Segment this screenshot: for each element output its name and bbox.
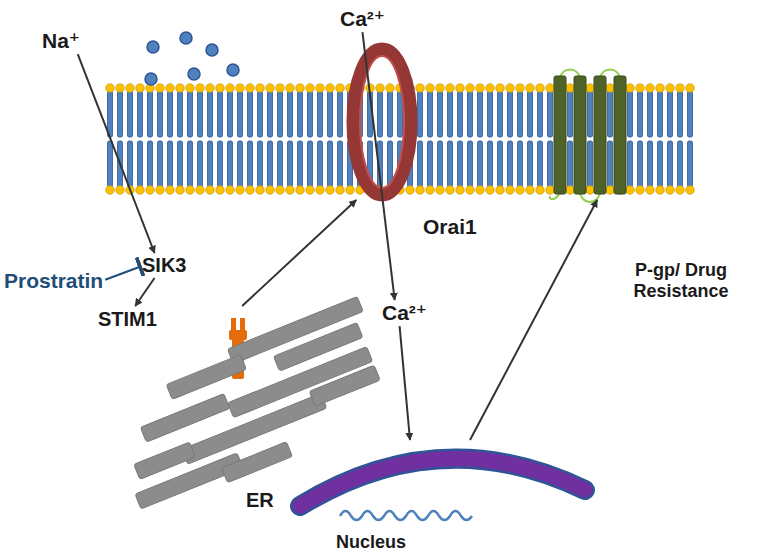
text-node: Prostratin xyxy=(2,268,105,294)
shape-node: Orai1 xyxy=(345,45,420,200)
node-label: Nucleus xyxy=(336,532,406,553)
node-label: STIM1 xyxy=(98,308,157,331)
text-node: Ca²⁺ xyxy=(338,6,387,32)
shape-node: ER xyxy=(108,325,388,475)
arrow-connector xyxy=(470,200,597,440)
node-outline xyxy=(345,45,420,200)
arrow-connector xyxy=(135,278,154,306)
node-label: SIK3 xyxy=(142,254,186,277)
node-outline xyxy=(548,72,630,200)
inhibition-line xyxy=(105,267,140,280)
shape-node: P-gp/ Drug Resistance xyxy=(548,72,630,200)
node-label: Na⁺ xyxy=(42,29,80,53)
node-outline xyxy=(290,440,590,556)
shape-node: Nucleus xyxy=(290,440,590,556)
node-label: Orai1 xyxy=(423,215,477,239)
text-node: Ca²⁺ xyxy=(380,300,429,326)
arrow-connector xyxy=(242,200,356,306)
sodium-ions xyxy=(145,32,239,85)
node-label: Ca²⁺ xyxy=(340,7,385,31)
node-label: P-gp/ Drug Resistance xyxy=(606,260,756,301)
node-outline xyxy=(108,325,388,475)
arrow-connector xyxy=(400,326,410,440)
arrow-connector xyxy=(78,54,155,253)
node-label: Prostratin xyxy=(4,269,103,293)
node-label: Ca²⁺ xyxy=(382,301,427,325)
text-node: SIK3 xyxy=(140,253,188,278)
text-node: Na⁺ xyxy=(40,28,82,54)
arrow-connector xyxy=(362,32,394,300)
node-label: ER xyxy=(246,489,274,512)
